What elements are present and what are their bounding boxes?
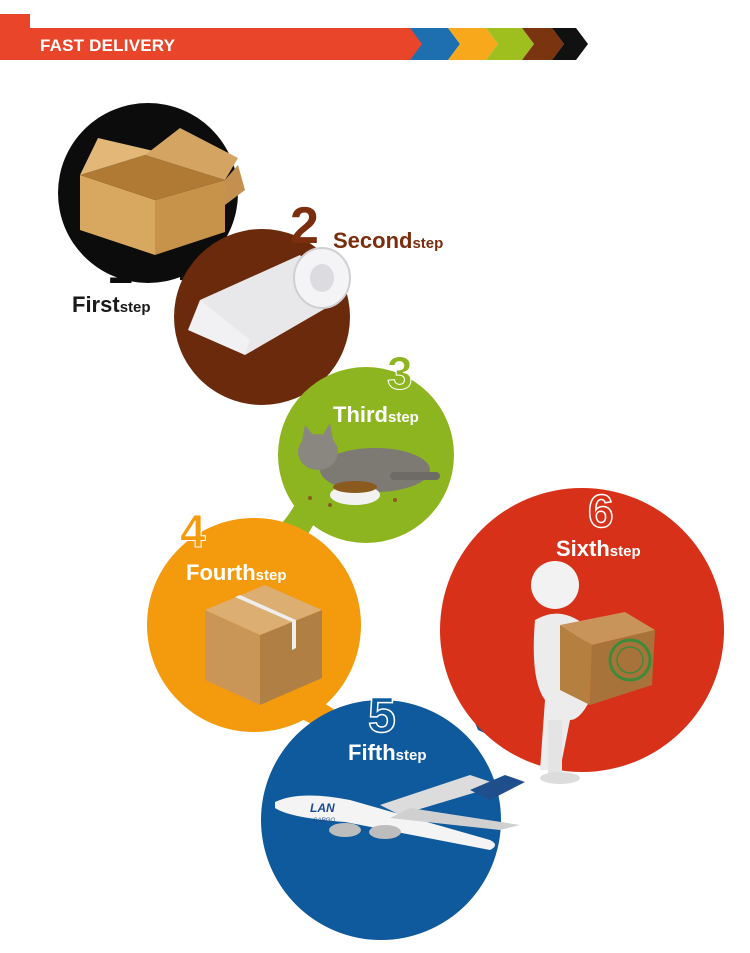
step-2-number: 2 bbox=[290, 197, 319, 255]
fast-delivery-banner bbox=[0, 14, 588, 60]
step-5-word: Fifth bbox=[348, 740, 396, 765]
step-6-label: Sixthstep bbox=[556, 536, 641, 562]
step-5-number: 5 bbox=[367, 687, 396, 743]
step-1-number: 1 bbox=[107, 235, 133, 295]
step-6-suffix: step bbox=[609, 543, 641, 560]
banner-arrow-green bbox=[486, 28, 534, 60]
cardboard-box-open-icon bbox=[80, 128, 245, 255]
airline-brand: LAN bbox=[310, 801, 335, 815]
step-6-number: 6 bbox=[587, 485, 614, 537]
banner-arrow-blue bbox=[410, 28, 460, 60]
step-2-word: Second bbox=[333, 228, 413, 253]
banner-arrow-brown bbox=[522, 28, 564, 60]
step-5-suffix: step bbox=[395, 747, 427, 764]
step-3-word: Third bbox=[333, 402, 388, 427]
bubble-wrap-roll-icon bbox=[188, 247, 351, 355]
person-carrying-box-icon bbox=[531, 561, 655, 784]
taped-cardboard-box-icon bbox=[205, 585, 322, 705]
banner-title: FAST DELIVERY bbox=[40, 36, 176, 55]
step-6-word: Sixth bbox=[556, 536, 610, 561]
banner-red-band bbox=[0, 28, 432, 60]
step-4-suffix: step bbox=[255, 567, 287, 584]
step-4-label: Fourthstep bbox=[186, 560, 287, 586]
step-4-word: Fourth bbox=[186, 560, 256, 585]
step-1-word: First bbox=[72, 292, 120, 317]
banner-arrow-orange bbox=[448, 28, 498, 60]
step-4-number: 4 bbox=[180, 505, 207, 557]
step-3-number: 3 bbox=[387, 347, 414, 399]
step-5-label: Fifthstep bbox=[348, 740, 427, 766]
banner-corner bbox=[0, 14, 30, 28]
cargo-airplane-icon: LAN CARGO bbox=[275, 775, 525, 850]
airline-brand-sub: CARGO bbox=[313, 818, 335, 824]
step-2-label: Secondstep bbox=[333, 228, 443, 254]
step-1-label: Firststep bbox=[72, 292, 151, 318]
step-3-label: Thirdstep bbox=[333, 402, 419, 428]
step-2-suffix: step bbox=[412, 235, 444, 252]
cat-with-food-bowl-icon bbox=[298, 423, 440, 507]
step-1-suffix: step bbox=[119, 299, 151, 316]
banner-arrow-black bbox=[552, 28, 588, 60]
step-3-suffix: step bbox=[388, 409, 419, 426]
